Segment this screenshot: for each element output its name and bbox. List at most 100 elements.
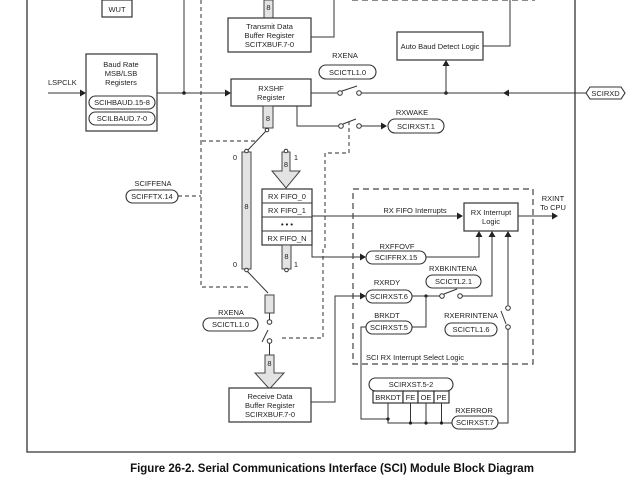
- brkdt-label: BRKDT: [374, 311, 400, 320]
- mux-select-0-bottom: 0: [233, 260, 237, 269]
- rxena-bottom-register-pill: [202, 317, 259, 332]
- txbuf-label-2: Buffer Register: [245, 31, 295, 40]
- rxbkintena-switch: [443, 288, 458, 295]
- junction-node: [408, 421, 413, 425]
- sciffena-register: SCIFFTX.14: [131, 192, 173, 201]
- arrow-icon: [504, 231, 512, 237]
- lspclk-label: LSPCLK: [48, 78, 77, 87]
- receive-buffer-block: Receive Data Buffer Register SCIRXBUF.7-…: [228, 387, 312, 423]
- wut-block: WUT: [101, 0, 133, 18]
- rxerrintena-switch: [500, 310, 507, 325]
- rxwake-dashed-control: [324, 121, 350, 249]
- mux-top-line: [246, 130, 267, 152]
- select-logic-label: SCI RX Interrupt Select Logic: [366, 353, 464, 362]
- rxint-to-cpu-label: To CPU: [540, 203, 566, 212]
- fifo-enable-dashed-left: [200, 141, 250, 288]
- rx-fifo-stack: RX FIFO_0 RX FIFO_1 • • • RX FIFO_N: [261, 188, 313, 246]
- scirxd-label: SCIRXD: [591, 89, 620, 98]
- arrow-icon: [503, 89, 509, 97]
- arrow-icon: [442, 60, 450, 66]
- rxerrintena-register-pill: [444, 322, 498, 337]
- scihbaud-register: SCIHBAUD.15-8: [94, 98, 150, 107]
- switch-contact: [266, 319, 273, 325]
- rxrdy-register: SCIRXST.6: [370, 292, 408, 301]
- fifo-n-to-ovf-line: [311, 245, 361, 258]
- brkdt-register: SCIRXST.5: [370, 323, 408, 332]
- rxerror-register: SCIRXST.7: [456, 418, 494, 427]
- rxerror-register-pill: [451, 415, 499, 430]
- switch-contact: [439, 293, 445, 299]
- arrow-icon: [457, 212, 463, 220]
- fifo-out-width-label: 8: [284, 252, 288, 261]
- bus-contact: [244, 148, 249, 154]
- rxerrintena-label: RXERRINTENA: [444, 311, 498, 320]
- rxbkintena-register: SCICTL2.1: [435, 277, 472, 286]
- rxerrintena-register: SCICTL1.6: [452, 325, 489, 334]
- mux-select-1-bottom: 1: [294, 260, 298, 269]
- rxerror-label: RXERROR: [455, 406, 493, 415]
- arrow-icon: [381, 122, 387, 130]
- brkdt-feed-line: [360, 326, 388, 420]
- mux-select-0-top: 0: [233, 153, 237, 162]
- switch-contact: [505, 305, 511, 311]
- rxbuf-bus-segment: [264, 294, 275, 314]
- rxbuf-in-width-label: 8: [267, 359, 271, 368]
- bit-fe: FE: [406, 393, 416, 402]
- rxbkintena-label: RXBKINTENA: [429, 264, 477, 273]
- rxbuf-label-1: Receive Data: [247, 392, 293, 401]
- switch-contact: [356, 90, 362, 96]
- rxffovf-register: SCIFFRX.15: [375, 253, 418, 262]
- module-frame: [26, 0, 576, 453]
- figure-caption: Figure 26-2. Serial Communications Inter…: [130, 463, 534, 475]
- bypass-bus-width-label: 8: [244, 202, 248, 211]
- bus-contact: [264, 127, 270, 133]
- bit-brkdt: BRKDT: [375, 393, 401, 402]
- rxena-top-label: RXENA: [332, 51, 358, 60]
- rx-fifo-1: RX FIFO_1: [268, 206, 306, 215]
- rxbuf-to-rxrdy-line: [311, 295, 361, 403]
- junction-node: [182, 91, 186, 95]
- sciffena-register-pill: [125, 189, 179, 204]
- autobaud-label: Auto Baud Detect Logic: [401, 42, 480, 51]
- sciffena-label: SCIFFENA: [134, 179, 171, 188]
- junction-node: [439, 421, 444, 425]
- switch-contact: [266, 338, 273, 344]
- mux-select-1-top: 1: [294, 153, 298, 162]
- error-bits-bus: [387, 403, 452, 424]
- rx-fifo-interrupts-label: RX FIFO Interrupts: [383, 206, 447, 215]
- scilbaud-register: SCILBAUD.7-0: [97, 114, 147, 123]
- rxbuf-input-arrow: 8: [253, 354, 286, 390]
- baud-label-3: Registers: [105, 78, 137, 87]
- txbuf-label-3: SCITXBUF.7-0: [245, 40, 294, 49]
- rxint-logic-label-2: Logic: [482, 217, 500, 226]
- fifo-in-width-label: 8: [284, 160, 288, 169]
- rx-fifo-0: RX FIFO_0: [268, 192, 306, 201]
- rxbuf-label-2: Buffer Register: [245, 401, 295, 410]
- rxena-switch: [341, 85, 358, 92]
- autobaud-out-line: [483, 0, 511, 47]
- rxwake-register-pill: [387, 118, 445, 134]
- rxwake-register: SCIRXST.1: [397, 122, 435, 131]
- rxbk-to-logic-line: [462, 235, 493, 297]
- rxrdy-label: RXRDY: [374, 278, 400, 287]
- switch-contact: [505, 324, 511, 330]
- arrow-icon: [488, 231, 496, 237]
- bus-contact: [244, 267, 249, 273]
- brkdt-to-rxrdy-line: [412, 296, 427, 328]
- arrow-icon: [552, 212, 558, 220]
- rxint-label: RXINT: [542, 194, 565, 203]
- bus-contact: [284, 267, 289, 273]
- tx-bus-width-label: 8: [266, 3, 270, 12]
- bit-pe: PE: [436, 393, 446, 402]
- bit-oe: OE: [421, 393, 432, 402]
- scirxst-group-title: SCIRXST.5-2: [389, 380, 434, 389]
- rxena-bottom-switch: [261, 329, 269, 343]
- scirxst-status-group: SCIRXST.5-2 BRKDT FE OE PE: [368, 377, 454, 404]
- arrow-icon: [475, 231, 483, 237]
- fifo-input-arrow: 8: [270, 148, 302, 189]
- rxena-bottom-dashed: [279, 249, 324, 339]
- txbuf-label-1: Transmit Data: [246, 22, 294, 31]
- rx-fifo-n: RX FIFO_N: [267, 234, 306, 243]
- rxwake-line: [296, 106, 339, 127]
